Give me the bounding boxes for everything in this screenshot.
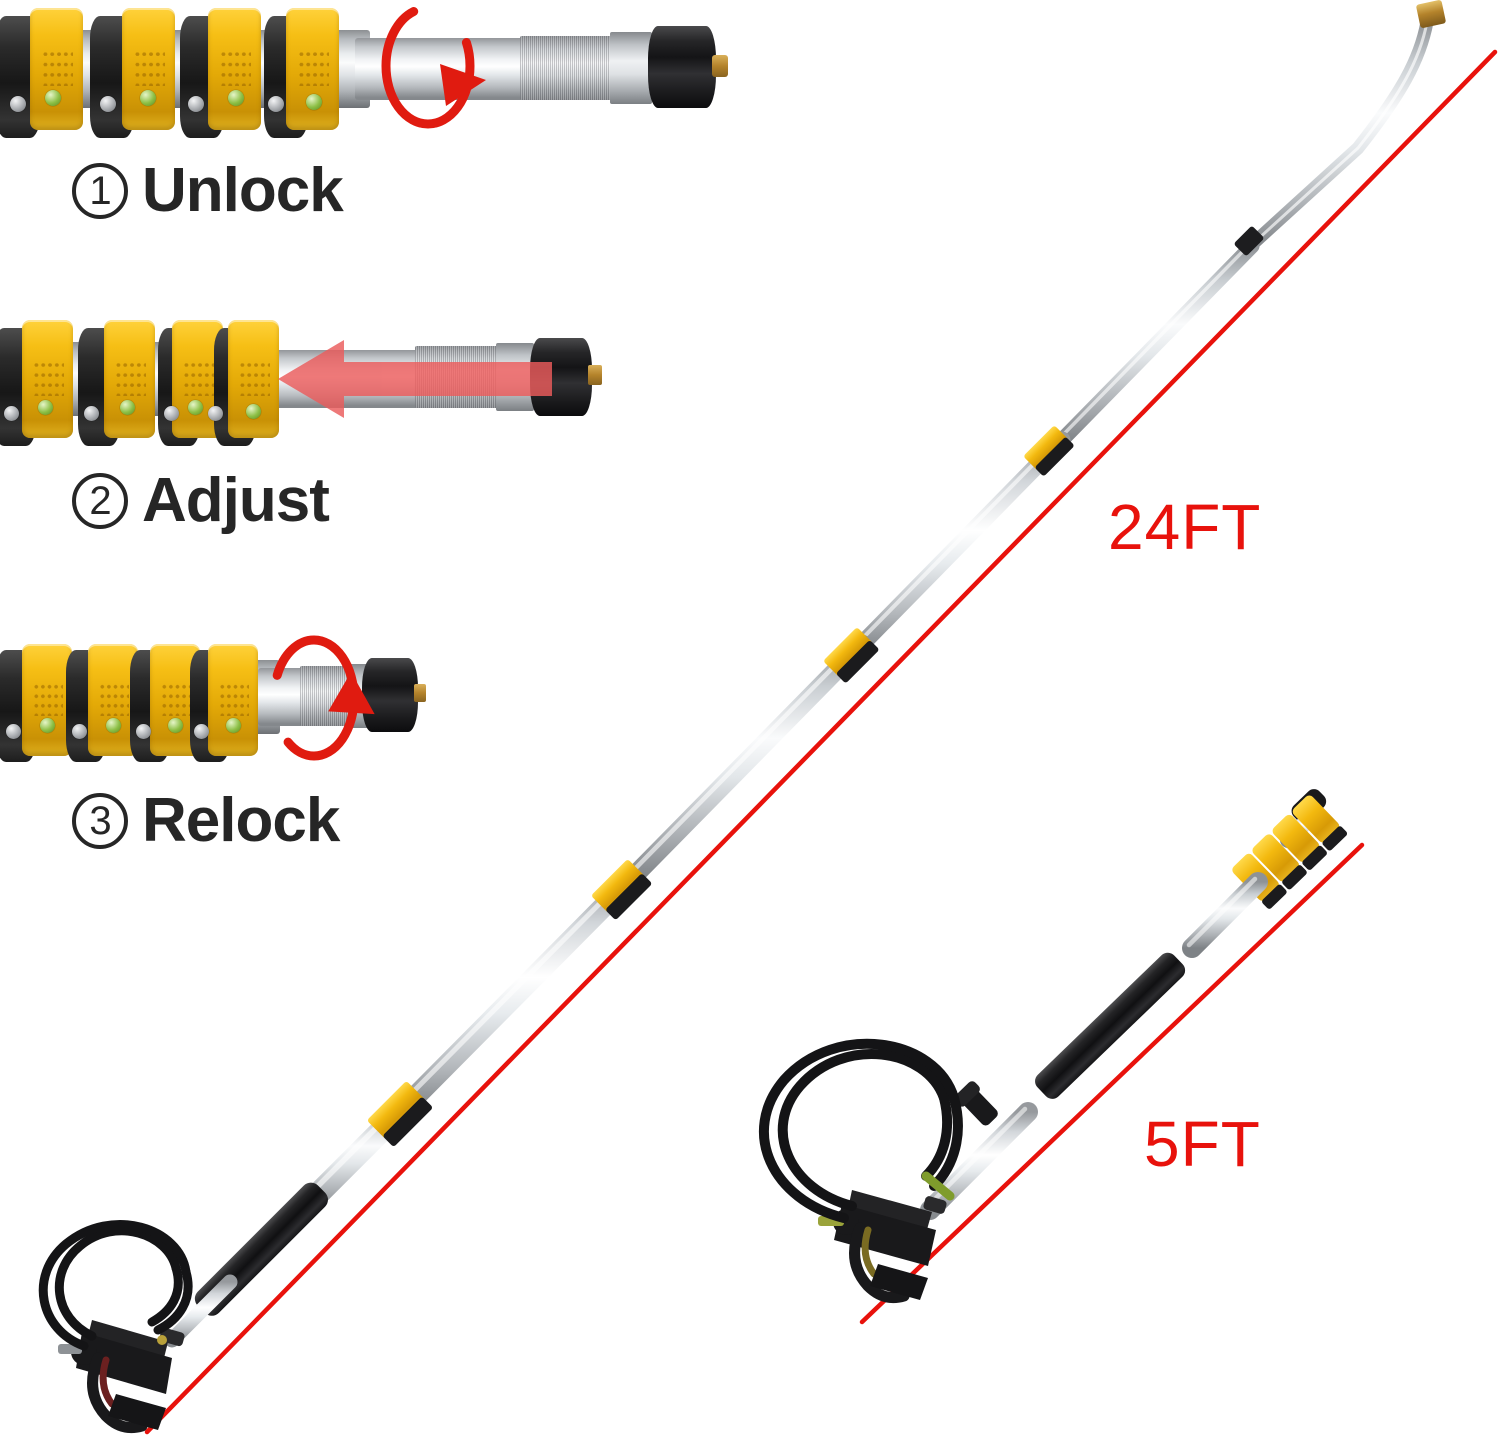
rotate-clockwise-icon: [381, 3, 486, 129]
rotate-counterclockwise-icon: [269, 635, 375, 761]
step-1-illustration: [0, 0, 740, 150]
step-3-caption: 3 Relock: [72, 786, 340, 855]
clamp-lever[interactable]: [286, 8, 339, 130]
clamp-pivot-screw: [228, 90, 244, 106]
knurled-collar: [520, 36, 620, 100]
clamp-screw: [100, 96, 116, 112]
measure-line-24ft: [144, 49, 1498, 1435]
clamp-screw: [6, 724, 21, 739]
brass-insert: [414, 684, 426, 702]
clamp-pivot-screw: [188, 400, 203, 415]
clamp-collar-2: [824, 628, 879, 683]
clamp-pivot-screw: [140, 90, 156, 106]
clamp-screw: [136, 724, 151, 739]
pressure-hose-collapsed: [759, 1038, 963, 1223]
step-2-number: 2: [72, 473, 128, 529]
joint-collar-top: [1234, 226, 1264, 256]
clamp-lever[interactable]: [122, 8, 175, 130]
step-3-illustration: [0, 630, 460, 780]
step-1-number: 1: [72, 163, 128, 219]
clamp-lever[interactable]: [208, 8, 261, 130]
clamp-lever[interactable]: [22, 320, 73, 438]
black-end-cap: [362, 658, 418, 732]
hex-nut: [610, 32, 652, 104]
clamp-screw: [72, 724, 87, 739]
clamp-pivot-screw: [226, 718, 241, 733]
quick-connect-lever: [954, 1081, 998, 1126]
clamp-lever[interactable]: [22, 644, 72, 756]
clamp-collar-3: [592, 860, 652, 920]
lower-lance-extended: [164, 1274, 238, 1348]
step-2-caption: 2 Adjust: [72, 466, 330, 535]
clamp-pivot-screw: [40, 718, 55, 733]
clamp-screw: [188, 96, 204, 112]
clamp-pivot-screw: [38, 400, 53, 415]
black-end-cap: [648, 26, 716, 108]
clamp-lever[interactable]: [88, 644, 138, 756]
measure-label-5ft: 5FT: [1144, 1108, 1261, 1180]
clamp-pivot-screw: [45, 90, 61, 106]
clamp-collar-4: [368, 1082, 432, 1146]
step-1-caption: 1 Unlock: [72, 156, 344, 225]
clamp-pivot-screw: [246, 404, 261, 419]
clamp-screw: [10, 96, 26, 112]
pole-section-3: [620, 634, 872, 890]
clamp-pivot-screw: [106, 718, 121, 733]
pole-section-4: [397, 867, 643, 1115]
clamp-collar-1: [1024, 426, 1074, 476]
clamp-pivot-screw: [306, 94, 322, 110]
clamp-lever[interactable]: [30, 8, 83, 130]
clamp-lever[interactable]: [104, 320, 155, 438]
clamp-pivot-screw: [168, 718, 183, 733]
brass-nozzle-tip: [1416, 0, 1446, 28]
pole-section-1: [1052, 238, 1260, 450]
clamp-pivot-screw: [120, 400, 135, 415]
clamp-screw: [194, 724, 209, 739]
clamp-screw: [268, 96, 284, 112]
slide-left-arrow-icon: [278, 340, 552, 418]
clamp-lever[interactable]: [208, 644, 258, 756]
pole-section-2: [851, 431, 1071, 655]
step-2-label: Adjust: [142, 466, 330, 535]
pressure-hose-extended: [38, 1220, 193, 1351]
brass-insert: [712, 55, 728, 77]
clamp-screw: [164, 406, 179, 421]
clamp-screw: [208, 406, 223, 421]
measure-line-5ft: [859, 842, 1365, 1325]
step-3-label: Relock: [142, 786, 340, 855]
collapsed-wand-graphic: [759, 789, 1348, 1304]
measure-label-24ft: 24FT: [1108, 491, 1262, 563]
clamp-screw: [4, 406, 19, 421]
clamp-screw: [84, 406, 99, 421]
brass-insert: [588, 365, 602, 385]
step-3-number: 3: [72, 793, 128, 849]
step-1-label: Unlock: [142, 156, 344, 225]
step-2-illustration: [0, 310, 620, 460]
